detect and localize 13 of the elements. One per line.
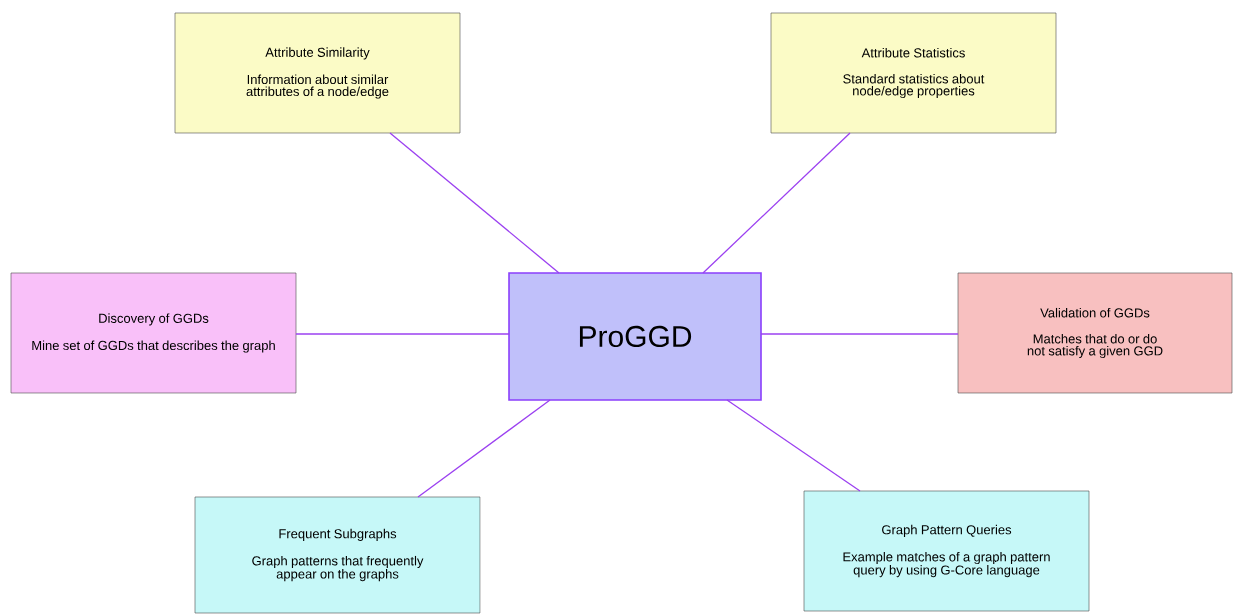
connector-line: [417, 399, 551, 498]
feature-box: Attribute Statistics Standard statistics about node/edge properties: [770, 12, 1057, 134]
connector-line: [760, 333, 959, 335]
connector-line: [702, 132, 851, 274]
connector-line: [295, 333, 510, 335]
hub-box: ProGGD: [508, 272, 762, 401]
feature-box: Graph Pattern Queries Example matches of a graph pattern query by using G-Core language: [803, 490, 1090, 612]
connector-line: [389, 132, 560, 274]
feature-box: Discovery of GGDs Mine set of GGDs that describes the graph: [10, 272, 297, 394]
connector-line: [726, 399, 861, 492]
feature-box: Validation of GGDs Matches that do or do not satisfy a given GGD: [957, 272, 1233, 394]
feature-box: Frequent Subgraphs Graph patterns that frequently appear on the graphs: [194, 496, 481, 614]
feature-box: Attribute Similarity Information about similar attributes of a node/edge: [174, 12, 461, 134]
